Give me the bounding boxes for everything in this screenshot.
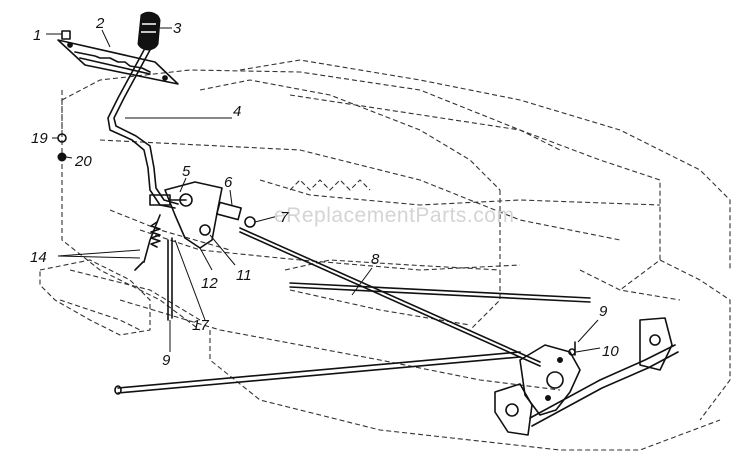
callout-5: 5 xyxy=(182,163,191,180)
callout-7: 7 xyxy=(280,209,289,226)
frame-outline xyxy=(61,59,731,451)
leader-lines xyxy=(46,27,601,353)
callout-1: 1 xyxy=(33,27,41,44)
shift-plate xyxy=(57,39,179,85)
callout-12: 12 xyxy=(201,275,218,292)
long-rods xyxy=(114,227,591,395)
callout-8: 8 xyxy=(371,251,380,268)
callout-4: 4 xyxy=(233,103,241,120)
axle-bracket xyxy=(494,317,679,436)
callout-3: 3 xyxy=(173,20,182,37)
spring-rod xyxy=(134,214,161,271)
pedal-bracket xyxy=(39,259,151,336)
callout-10: 10 xyxy=(602,343,619,360)
callout-6: 6 xyxy=(224,174,233,191)
callout-9-right: 9 xyxy=(599,303,608,320)
rod-left xyxy=(167,237,173,321)
shift-knob xyxy=(137,11,161,51)
callout-11: 11 xyxy=(236,267,252,284)
fasteners xyxy=(57,30,71,162)
shift-lever xyxy=(107,49,179,209)
callout-9-left: 9 xyxy=(162,352,171,369)
callout-2: 2 xyxy=(95,15,105,32)
callout-19: 19 xyxy=(31,130,48,147)
callout-14: 14 xyxy=(30,249,47,266)
callout-20: 20 xyxy=(74,153,92,170)
callout-17: 17 xyxy=(192,317,209,334)
watermark-text: eReplacementParts.com xyxy=(274,204,514,227)
bellcrank-assembly xyxy=(149,181,256,249)
